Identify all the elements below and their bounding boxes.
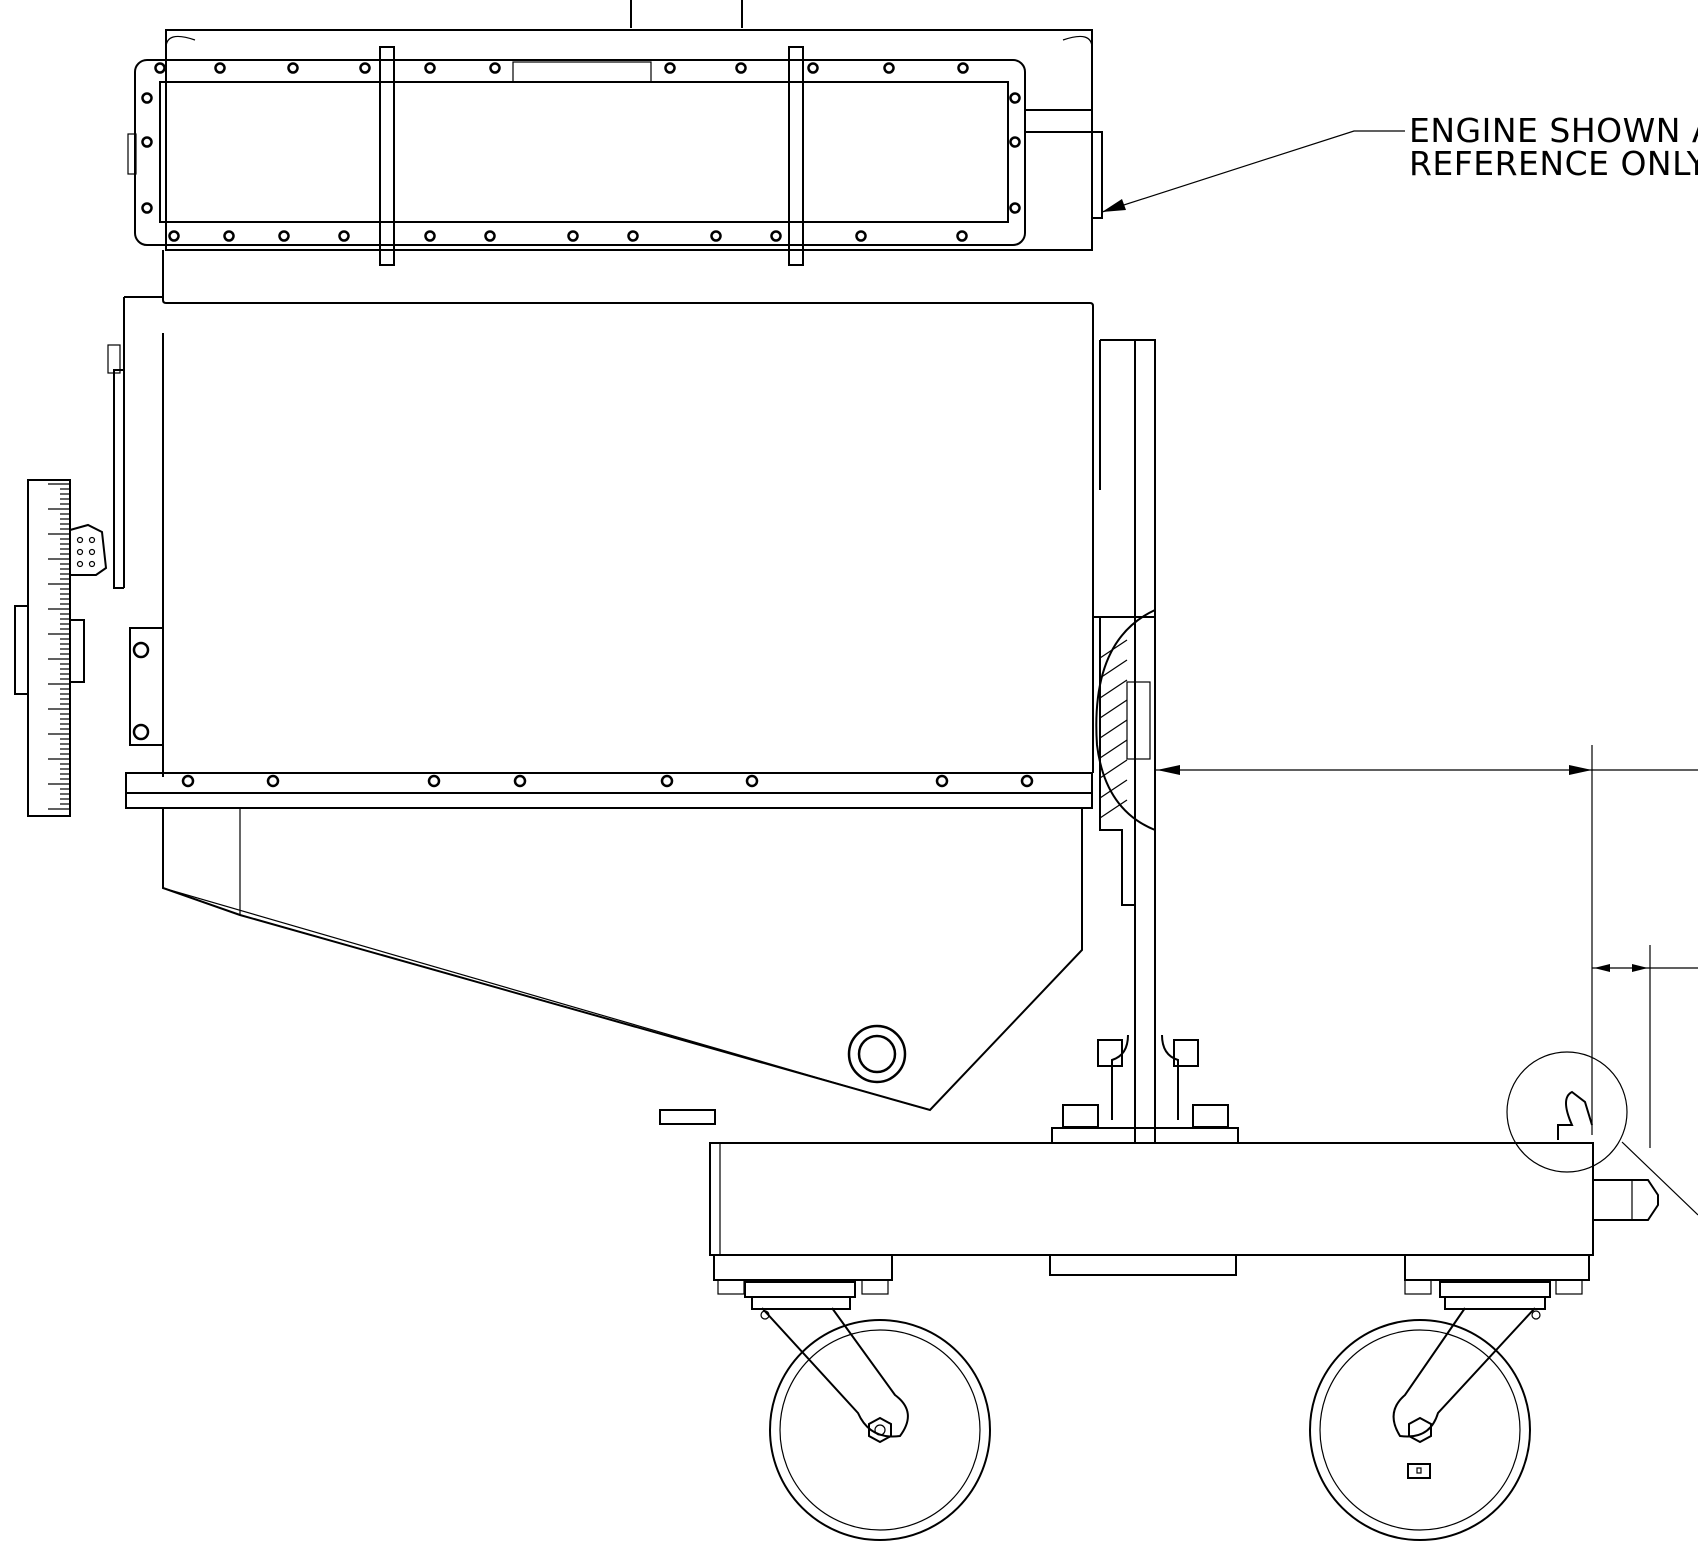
bolt-hole bbox=[956, 230, 968, 242]
bolt-hole bbox=[181, 774, 195, 788]
bolt-hole bbox=[1020, 774, 1034, 788]
bolt-hole bbox=[770, 230, 782, 242]
engine-mount-plate bbox=[1093, 339, 1156, 1142]
note-leader bbox=[1101, 130, 1405, 213]
bolt-hole bbox=[338, 230, 350, 242]
bracket-hole bbox=[76, 548, 84, 556]
rear-caster bbox=[1309, 1254, 1590, 1541]
bolt-hole bbox=[883, 62, 895, 74]
bolt-hole bbox=[513, 774, 527, 788]
bolted-flange bbox=[134, 59, 1026, 246]
bracket-hole bbox=[88, 536, 96, 544]
bolt-hole bbox=[141, 202, 153, 214]
bolt-hole bbox=[427, 774, 441, 788]
hatch-line bbox=[1099, 799, 1128, 819]
hatch-line bbox=[1099, 699, 1128, 719]
engine-body bbox=[107, 250, 1094, 809]
bolt-hole bbox=[154, 62, 166, 74]
hatch-line bbox=[1099, 759, 1128, 779]
bracket-hole bbox=[76, 560, 84, 568]
bolt-hole bbox=[627, 230, 639, 242]
hatch-line bbox=[1099, 679, 1128, 699]
bolt-hole bbox=[735, 62, 747, 74]
hatch-line bbox=[1099, 779, 1128, 799]
hatch-line bbox=[1099, 739, 1128, 759]
bolt-hole bbox=[489, 62, 501, 74]
detail-circle bbox=[1506, 1051, 1698, 1216]
bolt-hole bbox=[1009, 92, 1021, 104]
hatch-line bbox=[1099, 639, 1128, 659]
top-cover bbox=[165, 0, 1093, 251]
bolt-hole bbox=[710, 230, 722, 242]
bolt-hole bbox=[855, 230, 867, 242]
bracket-hole bbox=[88, 548, 96, 556]
hatch-line bbox=[1099, 659, 1128, 679]
note-line-1: ENGINE SHOWN AS bbox=[1409, 111, 1698, 150]
bolt-hole bbox=[287, 62, 299, 74]
bolt-hole bbox=[141, 136, 153, 148]
flange-straps bbox=[379, 46, 804, 266]
bolt-hole bbox=[957, 62, 969, 74]
bolt-hole bbox=[359, 62, 371, 74]
intake-side-pipe bbox=[127, 109, 1103, 219]
bracket-hole bbox=[76, 536, 84, 544]
hatch-line bbox=[1099, 719, 1128, 739]
dimension-lines bbox=[1155, 745, 1698, 1148]
bolt-hole bbox=[168, 230, 180, 242]
front-caster bbox=[713, 1254, 991, 1541]
mount-bracket-bolts bbox=[1051, 1034, 1239, 1144]
bolt-hole bbox=[424, 230, 436, 242]
bolt-hole bbox=[214, 62, 226, 74]
bolt-hole bbox=[567, 230, 579, 242]
bolt-hole bbox=[745, 774, 759, 788]
bolt-hole bbox=[484, 230, 496, 242]
bolt-hole bbox=[141, 92, 153, 104]
crank-pulley-gauge bbox=[14, 479, 108, 817]
bolt-hole bbox=[1009, 202, 1021, 214]
bolt-hole bbox=[266, 774, 280, 788]
bolt-hole bbox=[807, 62, 819, 74]
bolt-hole bbox=[278, 230, 290, 242]
bolt-hole bbox=[1009, 136, 1021, 148]
flange-bolt-holes bbox=[141, 62, 1021, 242]
bolt-hole bbox=[223, 230, 235, 242]
bolt-hole bbox=[664, 62, 676, 74]
note-line-2: REFERENCE ONLY bbox=[1409, 144, 1698, 183]
side-mount-holes bbox=[132, 641, 150, 741]
bracket-hole bbox=[88, 560, 96, 568]
bolt-hole bbox=[935, 774, 949, 788]
bolt-hole bbox=[660, 774, 674, 788]
bolt-hole bbox=[424, 62, 436, 74]
oil-pan bbox=[162, 808, 1083, 1125]
body-rail-bolt-holes bbox=[181, 774, 1034, 788]
cart-frame bbox=[709, 1142, 1659, 1276]
